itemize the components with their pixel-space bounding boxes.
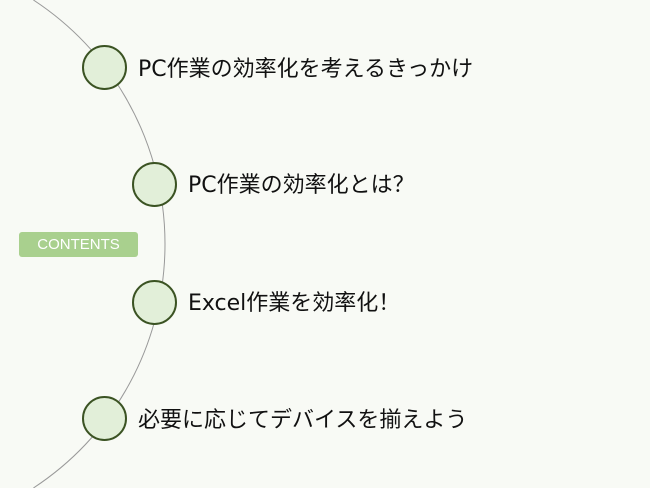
contents-badge: CONTENTS [19,232,138,257]
item-label-3: Excel作業を効率化！ [188,291,401,316]
item-marker-1 [82,45,127,90]
item-label-4: 必要に応じてデバイスを揃えよう [138,408,468,433]
item-marker-2 [132,162,177,207]
item-marker-3 [132,280,177,325]
item-label-1: PC作業の効率化を考えるきっかけ [138,57,474,82]
item-marker-4 [82,396,127,441]
item-label-2: PC作業の効率化とは？ [188,173,415,198]
